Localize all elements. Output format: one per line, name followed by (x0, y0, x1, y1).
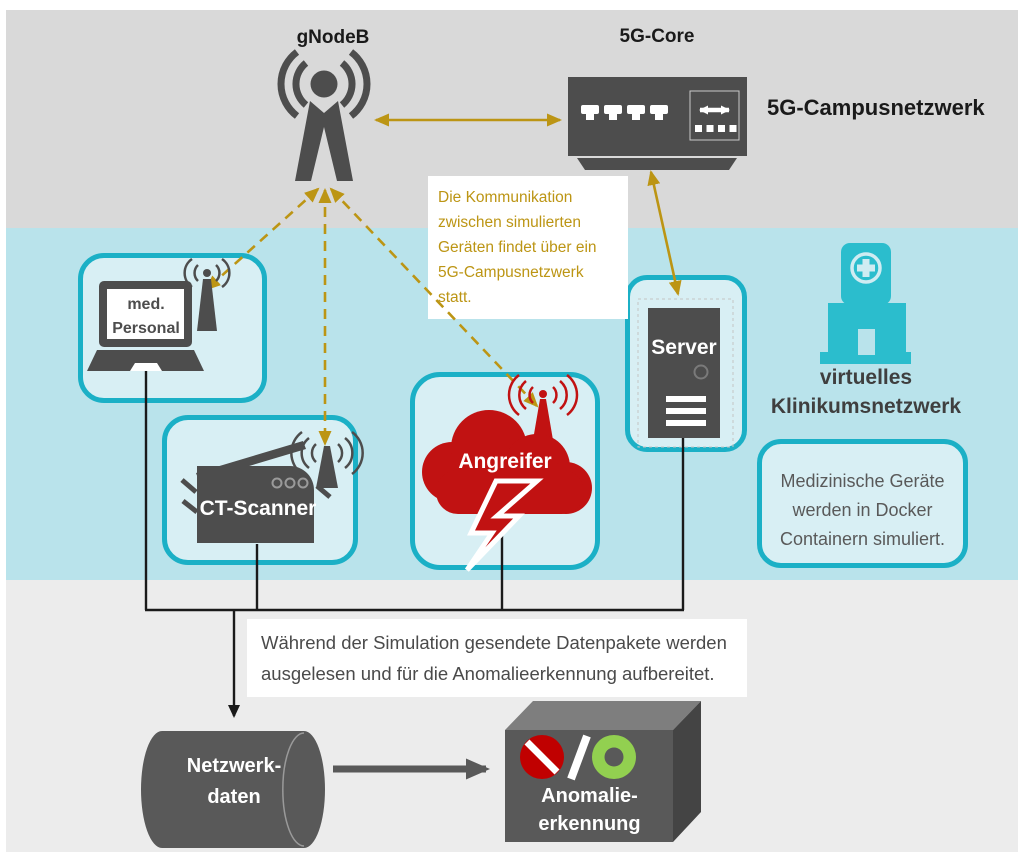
clinic-label-line: virtuelles (819, 366, 913, 389)
docker-note-line: Containern simuliert. (779, 529, 946, 549)
attacker-label: Angreifer (458, 450, 552, 473)
server-box (625, 275, 747, 452)
gnodeb-label: gNodeB (296, 27, 370, 48)
server-label: Server (651, 336, 717, 359)
simulation-note-line: Während der Simulation gesendete Datenpa… (261, 632, 727, 653)
ct-scanner-label: CT-Scanner (199, 497, 317, 520)
network-data-line: daten (207, 786, 261, 808)
staff-label-line: med. (127, 296, 165, 313)
network-data-label: Netzwerk- daten (158, 751, 310, 813)
simulation-note: Während der Simulation gesendete Datenpa… (247, 619, 747, 697)
clinic-label-line: Klinikumsnetzwerk (770, 395, 962, 418)
campus-network-label: 5G-Campusnetzwerk (767, 95, 985, 120)
staff-device-label: med. Personal (106, 293, 186, 341)
docker-note-line: Medizinische Geräte (780, 471, 945, 491)
docker-note-box (757, 439, 968, 568)
communication-note-line: Die Kommunikation (438, 189, 573, 206)
docker-note-line: werden in Docker (792, 500, 933, 520)
communication-note: Die Kommunikation zwischen simulierten G… (428, 176, 628, 319)
core-label: 5G-Core (619, 26, 695, 47)
communication-note-line: zwischen simulierten (438, 214, 581, 231)
anomaly-label: Anomalie- erkennung (512, 782, 667, 838)
anomaly-label-line: Anomalie- (541, 785, 638, 807)
clinic-network-label: virtuelles Klinikumsnetzwerk (736, 363, 996, 421)
anomaly-label-line: erkennung (538, 813, 641, 835)
network-data-line: Netzwerk- (186, 755, 282, 777)
staff-label-line: Personal (112, 320, 180, 337)
docker-note-text: Medizinische Geräte werden in Docker Con… (764, 467, 961, 554)
communication-note-line: Geräten findet über ein (438, 239, 597, 256)
simulation-note-line: ausgelesen und für die Anomalieerkennung… (261, 663, 715, 684)
communication-note-line: 5G-Campusnetzwerk statt. (438, 264, 584, 306)
ct-scanner-box (162, 415, 358, 565)
